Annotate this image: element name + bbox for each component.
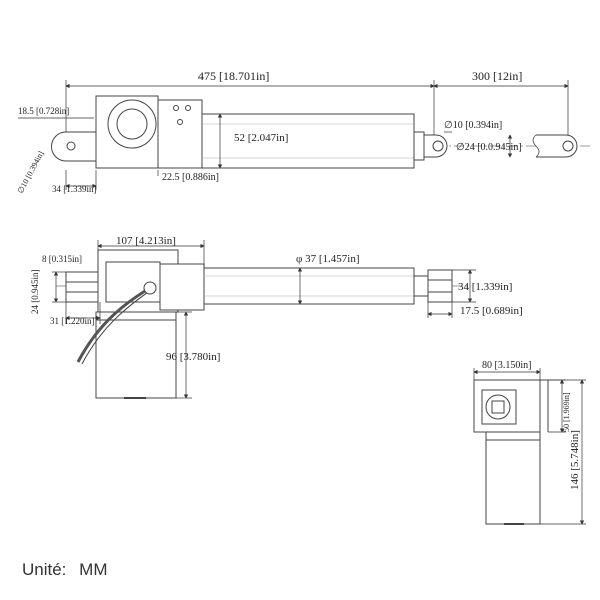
- front-hole-label: ∅10 [0.394in]: [444, 120, 502, 131]
- end-width-label: 80 [3.150in]: [482, 360, 531, 371]
- extension-label: 300 [12in]: [472, 69, 522, 83]
- stroke-length-label: 475 [18.701in]: [198, 69, 269, 83]
- motor-cable: [76, 286, 151, 363]
- gearbox-block: [157, 99, 203, 169]
- rear-clevis-hole: [66, 141, 76, 151]
- rear-hole-label: ∅10 [0.394in]: [16, 149, 46, 195]
- cable-gland-icon: [143, 281, 157, 295]
- motor-length-label: 96 [3.780in]: [166, 351, 220, 363]
- gearbox-offset-label: 22.5 [0.886in]: [162, 172, 219, 183]
- side-view: [56, 249, 470, 399]
- end-dimensions: [473, 368, 586, 525]
- rod-end: [413, 131, 425, 161]
- end-dim-labels: 80 [3.150in] 50 [1.969in] 146 [5.748in]: [482, 360, 581, 490]
- side-rod-end: [413, 275, 429, 297]
- slot-width-label: 8 [0.315in]: [42, 254, 82, 264]
- front-clevis-hole: [432, 140, 444, 152]
- rear-clevis-length-label: 34 [1.339in]: [52, 184, 97, 194]
- side-motor: [95, 311, 177, 399]
- rod-end-width-label: ∅24 [0.0.945in]: [456, 142, 522, 153]
- motor-cap-inner: [116, 108, 148, 140]
- top-view: [51, 95, 590, 169]
- end-view: [473, 379, 549, 525]
- rod-diameter-label: φ 37 [1.457in]: [296, 253, 359, 265]
- end-gearbox-height-label: 50 [1.969in]: [562, 392, 571, 432]
- screw-icon: [173, 105, 179, 111]
- side-dimensions: [52, 240, 476, 399]
- unit-value-text: MM: [79, 560, 108, 579]
- clevis-height-label: 24 [0.945in]: [30, 270, 40, 315]
- side-rear-clevis: [65, 271, 101, 303]
- side-outer-tube: [203, 267, 415, 305]
- clevis-offset-label: 18.5 [0.728in]: [18, 106, 69, 116]
- extended-clevis: [536, 134, 578, 158]
- end-total-height-label: 146 [5.748in]: [569, 430, 581, 490]
- front-clevis-depth-label: 17.5 [0.689in]: [460, 305, 523, 317]
- outer-tube: [201, 113, 415, 169]
- front-clevis-height-label: 34 [1.339in]: [458, 281, 512, 293]
- unit-footer: Unité: MM: [22, 560, 115, 580]
- unit-label-text: Unité:: [22, 560, 67, 579]
- tube-diameter-label: 52 [2.047in]: [234, 132, 288, 144]
- end-motor: [485, 431, 541, 525]
- top-dimensions: [18, 80, 569, 190]
- side-dim-labels: 107 [4.213in] φ 37 [1.457in] 8 [0.315in]…: [30, 235, 523, 363]
- side-front-clevis: [427, 269, 453, 303]
- gearbox-length-label: 107 [4.213in]: [116, 235, 176, 247]
- screw-icon: [185, 105, 191, 111]
- screw-icon: [177, 119, 183, 125]
- side-gear-block: [159, 263, 205, 311]
- clevis-depth-label: 31 [1.220in]: [50, 316, 95, 326]
- extended-clevis-hole: [562, 140, 574, 152]
